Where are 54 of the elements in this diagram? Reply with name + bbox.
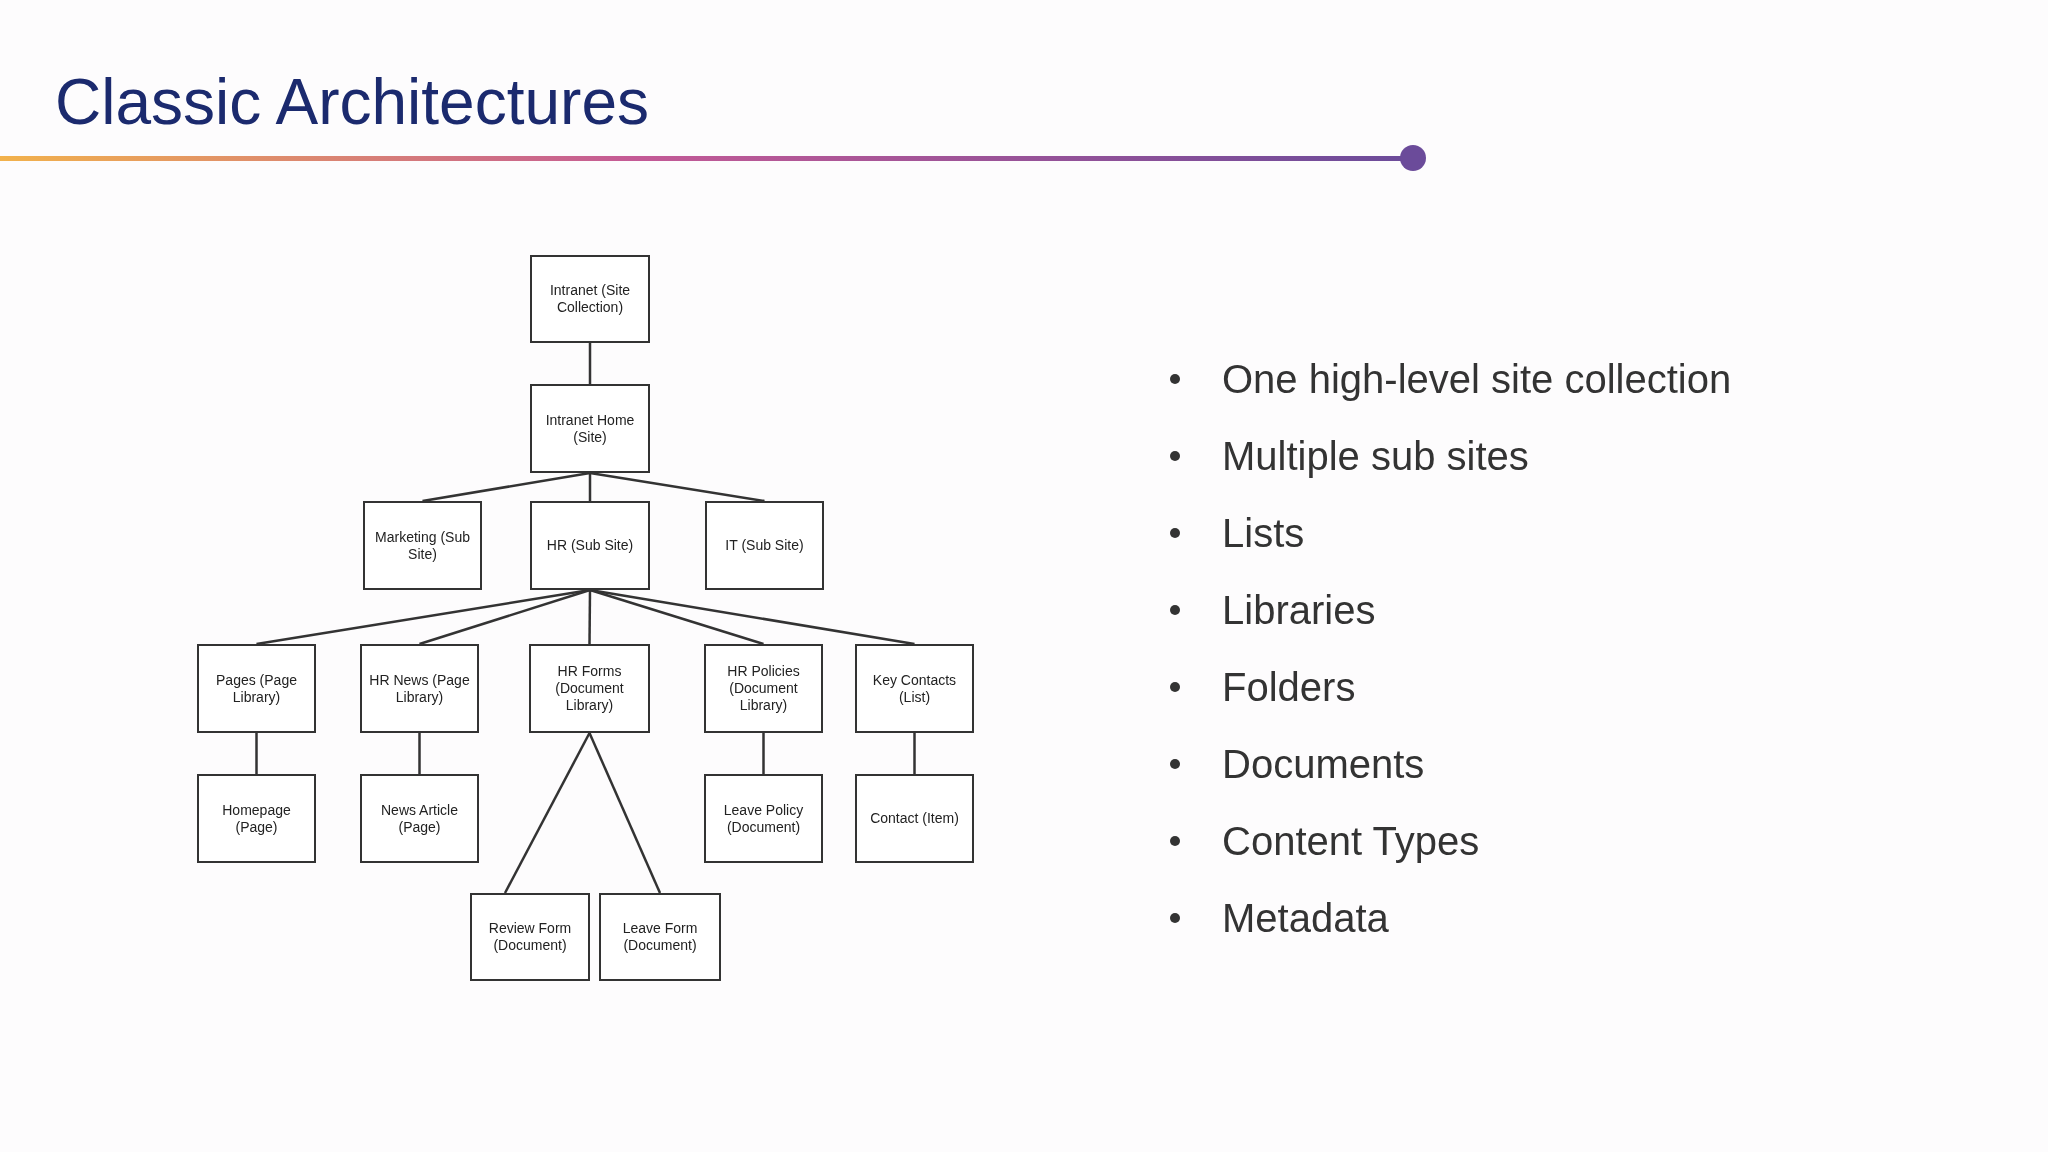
hierarchy-box xyxy=(197,774,316,863)
hierarchy-box xyxy=(360,774,479,863)
hierarchy-box xyxy=(363,501,482,590)
connector-line xyxy=(503,732,591,894)
hierarchy-box xyxy=(704,774,823,863)
hierarchy-box xyxy=(599,893,721,981)
box-label: HR Policies (Document Library) xyxy=(726,663,801,714)
connector-line xyxy=(588,732,662,894)
connector-line xyxy=(913,733,916,774)
bullet-text: Metadata xyxy=(1222,894,1389,942)
box-label: HR Forms (Document Library) xyxy=(554,663,625,714)
box-label: Pages (Page Library) xyxy=(215,671,298,706)
connector-line xyxy=(588,473,592,501)
box-label: Leave Policy (Document) xyxy=(722,801,805,836)
box-label: Contact (Item) xyxy=(870,810,959,827)
box-label: News Article (Page) xyxy=(380,801,459,836)
slide-title: Classic Architectures xyxy=(55,65,649,140)
bullet-text: Content Types xyxy=(1222,817,1480,865)
bullet-text: Folders xyxy=(1222,663,1356,711)
connector-line xyxy=(762,733,765,774)
box-label: HR (Sub Site) xyxy=(546,537,634,554)
bullet-text: Multiple sub sites xyxy=(1222,432,1529,480)
connector-line xyxy=(419,588,591,646)
hierarchy-box xyxy=(360,644,479,733)
hierarchy-box xyxy=(530,501,650,590)
connector-line xyxy=(588,590,592,644)
connector-line xyxy=(589,588,915,646)
hierarchy-box xyxy=(470,893,590,981)
hierarchy-box xyxy=(855,644,974,733)
hierarchy-box xyxy=(197,644,316,733)
connector-line xyxy=(588,343,592,384)
box-label: Review Form (Document) xyxy=(487,920,573,954)
hierarchy-box xyxy=(855,774,974,863)
bullet-text: Documents xyxy=(1222,740,1425,788)
hierarchy-box xyxy=(705,501,824,590)
box-label: Intranet (Site Collection) xyxy=(548,282,632,316)
connector-line xyxy=(589,471,765,503)
hierarchy-box xyxy=(530,255,650,343)
hierarchy-box xyxy=(530,384,650,473)
bullet-text: Libraries xyxy=(1222,586,1376,634)
box-label: Leave Form (Document) xyxy=(621,920,699,954)
connector-line xyxy=(418,733,421,774)
connector-line xyxy=(422,471,591,503)
bullet-text: One high-level site collection xyxy=(1222,355,1732,403)
hierarchy-box xyxy=(704,644,823,733)
hierarchy-box xyxy=(529,644,650,733)
box-label: Homepage (Page) xyxy=(221,801,292,836)
box-label: IT (Sub Site) xyxy=(725,537,804,554)
connector-line xyxy=(255,733,258,774)
box-label: HR News (Page Library) xyxy=(368,671,471,706)
bullet-text: Lists xyxy=(1222,509,1305,557)
box-label: Intranet Home (Site) xyxy=(544,411,636,446)
box-label: Key Contacts (List) xyxy=(871,671,958,706)
box-label: Marketing (Sub Site) xyxy=(374,528,471,563)
